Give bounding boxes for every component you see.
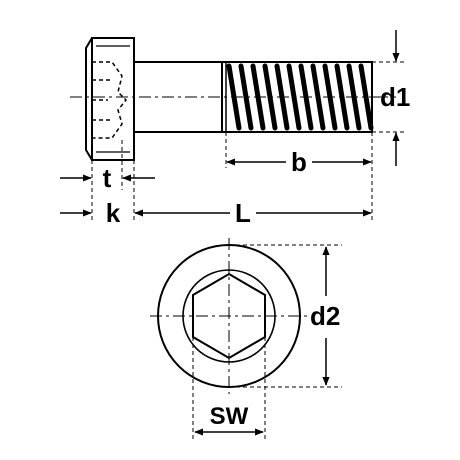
- label-d1: d1: [380, 82, 410, 112]
- screw-front-view: [150, 238, 310, 394]
- label-L: L: [235, 198, 251, 228]
- label-d2: d2: [310, 301, 340, 331]
- front-extension-lines: [192, 244, 342, 440]
- label-b: b: [291, 147, 307, 177]
- label-k: k: [106, 198, 121, 228]
- label-t: t: [103, 163, 112, 193]
- screw-side-view: [70, 37, 396, 161]
- extension-lines: [91, 61, 404, 222]
- label-sw: SW: [210, 403, 249, 430]
- thread-crest: [358, 63, 374, 131]
- screw-head: [85, 37, 135, 161]
- thread-crest: [238, 63, 254, 131]
- hex-socket-hidden-lines: [92, 61, 128, 139]
